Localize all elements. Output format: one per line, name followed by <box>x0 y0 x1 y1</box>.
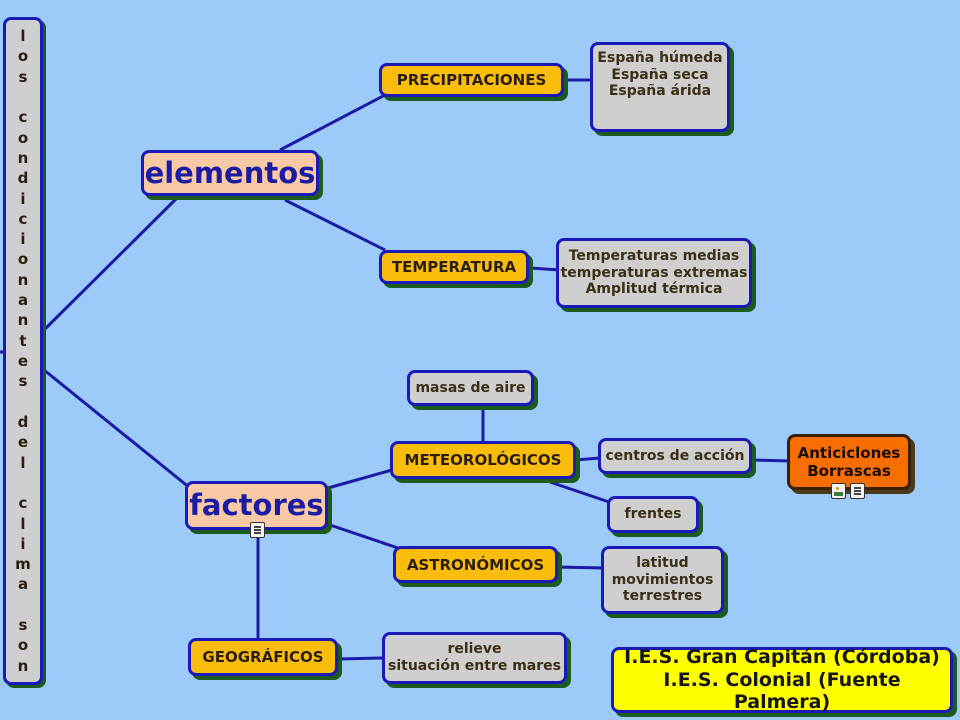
node-elementos-label: elementos <box>144 155 316 190</box>
vertical-letter: n <box>17 270 29 289</box>
vertical-letter: o <box>17 128 29 147</box>
detail-line: Temperaturas medias <box>568 247 740 264</box>
node-temperatura-detail[interactable]: Temperaturas medias temperaturas extrema… <box>556 238 752 308</box>
node-astronomicos-label: ASTRONÓMICOS <box>406 555 545 574</box>
node-masas-de-aire[interactable]: masas de aire <box>407 370 534 406</box>
vertical-letter: l <box>20 27 26 45</box>
connector-factores-meteorologicos <box>327 468 393 490</box>
vertical-letter: a <box>17 575 29 594</box>
detail-line: movimientos <box>611 571 714 588</box>
node-precipitaciones-detail[interactable]: España húmeda España seca España árida <box>590 42 730 132</box>
connector-main-factores <box>43 368 191 490</box>
node-elementos[interactable]: elementos <box>141 150 319 196</box>
vertical-letter: m <box>15 555 31 574</box>
vertical-letter: i <box>20 230 26 249</box>
node-precipitaciones[interactable]: PRECIPITACIONES <box>379 63 564 97</box>
node-astronomicos[interactable]: ASTRONÓMICOS <box>393 546 558 583</box>
node-temperatura[interactable]: TEMPERATURA <box>379 250 529 284</box>
vertical-letter: c <box>18 209 28 228</box>
connector-elementos-temperatura <box>284 198 386 252</box>
detail-line: relieve <box>447 641 502 658</box>
node-temperatura-label: TEMPERATURA <box>391 258 517 276</box>
vertical-letter: s <box>18 372 28 391</box>
image-icon[interactable] <box>831 483 846 499</box>
connector-meteo-frentes <box>549 480 613 505</box>
node-factores-label: factores <box>189 488 324 523</box>
node-frentes-label: frentes <box>624 506 682 523</box>
vertical-letter <box>20 475 25 491</box>
connector-centros-anticiclones <box>751 458 791 463</box>
node-centros-de-accion[interactable]: centros de acción <box>598 438 752 474</box>
vertical-letter: o <box>17 47 29 66</box>
connector-factores-astronomicos <box>329 523 399 550</box>
vertical-letter: o <box>17 636 29 655</box>
vertical-letter: n <box>17 311 29 330</box>
vertical-letter <box>20 597 25 613</box>
connector-geo-detail <box>337 656 385 661</box>
vertical-letter: e <box>17 352 29 370</box>
vertical-letter: n <box>17 656 29 675</box>
node-geograficos[interactable]: GEOGRÁFICOS <box>188 638 338 676</box>
vertical-letter: i <box>20 189 26 208</box>
node-centros-label: centros de acción <box>605 447 745 464</box>
vertical-letter: d <box>17 169 29 188</box>
connector-elementos-precipitaciones <box>279 93 386 152</box>
detail-line: España árida <box>608 83 712 100</box>
vertical-letter: n <box>17 148 29 167</box>
node-masas-label: masas de aire <box>415 379 526 396</box>
vertical-letter <box>20 89 25 105</box>
detail-line: situación entre mares <box>388 658 561 674</box>
vertical-letter: s <box>18 616 28 635</box>
connector-temperatura-detail <box>529 266 561 272</box>
node-anticiclones-borrascas[interactable]: Anticiclones Borrascas <box>787 434 911 490</box>
connector-meteo-centros <box>574 456 601 462</box>
note-icon[interactable] <box>850 483 865 499</box>
node-precipitaciones-label: PRECIPITACIONES <box>396 71 547 89</box>
detail-line: temperaturas extremas <box>560 264 748 281</box>
node-geograficos-label: GEOGRÁFICOS <box>202 648 324 666</box>
connector-main-elementos <box>42 193 182 332</box>
credits-line: I.E.S. Colonial (Fuente Palmera) <box>663 668 901 714</box>
vertical-letter: s <box>18 67 28 86</box>
vertical-letter: d <box>17 412 29 431</box>
node-meteorologicos[interactable]: METEOROLÓGICOS <box>390 441 576 479</box>
detail-line: terrestres <box>622 588 703 605</box>
node-astronomicos-detail[interactable]: latitud movimientos terrestres <box>601 546 724 614</box>
connector-astro-detail <box>555 565 605 570</box>
note-icon[interactable] <box>250 522 265 538</box>
vertical-letter: l <box>20 514 26 533</box>
detail-line: Anticiclones <box>797 444 901 462</box>
vertical-letter: c <box>18 108 28 127</box>
node-geograficos-detail[interactable]: relieve situación entre mares <box>382 632 567 684</box>
detail-line: latitud <box>636 554 689 571</box>
credits-box: I.E.S. Gran Capitán (Córdoba) I.E.S. Col… <box>611 645 953 714</box>
vertical-letter: i <box>20 534 26 553</box>
vertical-letter: e <box>17 433 29 452</box>
vertical-letter: t <box>19 331 27 350</box>
detail-line: Borrascas <box>807 462 891 480</box>
vertical-letter: a <box>17 291 29 310</box>
vertical-letter: l <box>20 453 26 472</box>
detail-line: España húmeda <box>597 49 723 66</box>
credits-line: I.E.S. Gran Capitán (Córdoba) <box>624 645 940 668</box>
detail-line: España seca <box>611 66 709 83</box>
node-frentes[interactable]: frentes <box>607 496 699 533</box>
node-meteorologicos-label: METEOROLÓGICOS <box>404 451 562 469</box>
vertical-letter: c <box>18 494 28 513</box>
vertical-letter <box>20 394 25 410</box>
detail-line: Amplitud térmica <box>585 281 723 298</box>
vertical-letter: o <box>17 250 29 269</box>
